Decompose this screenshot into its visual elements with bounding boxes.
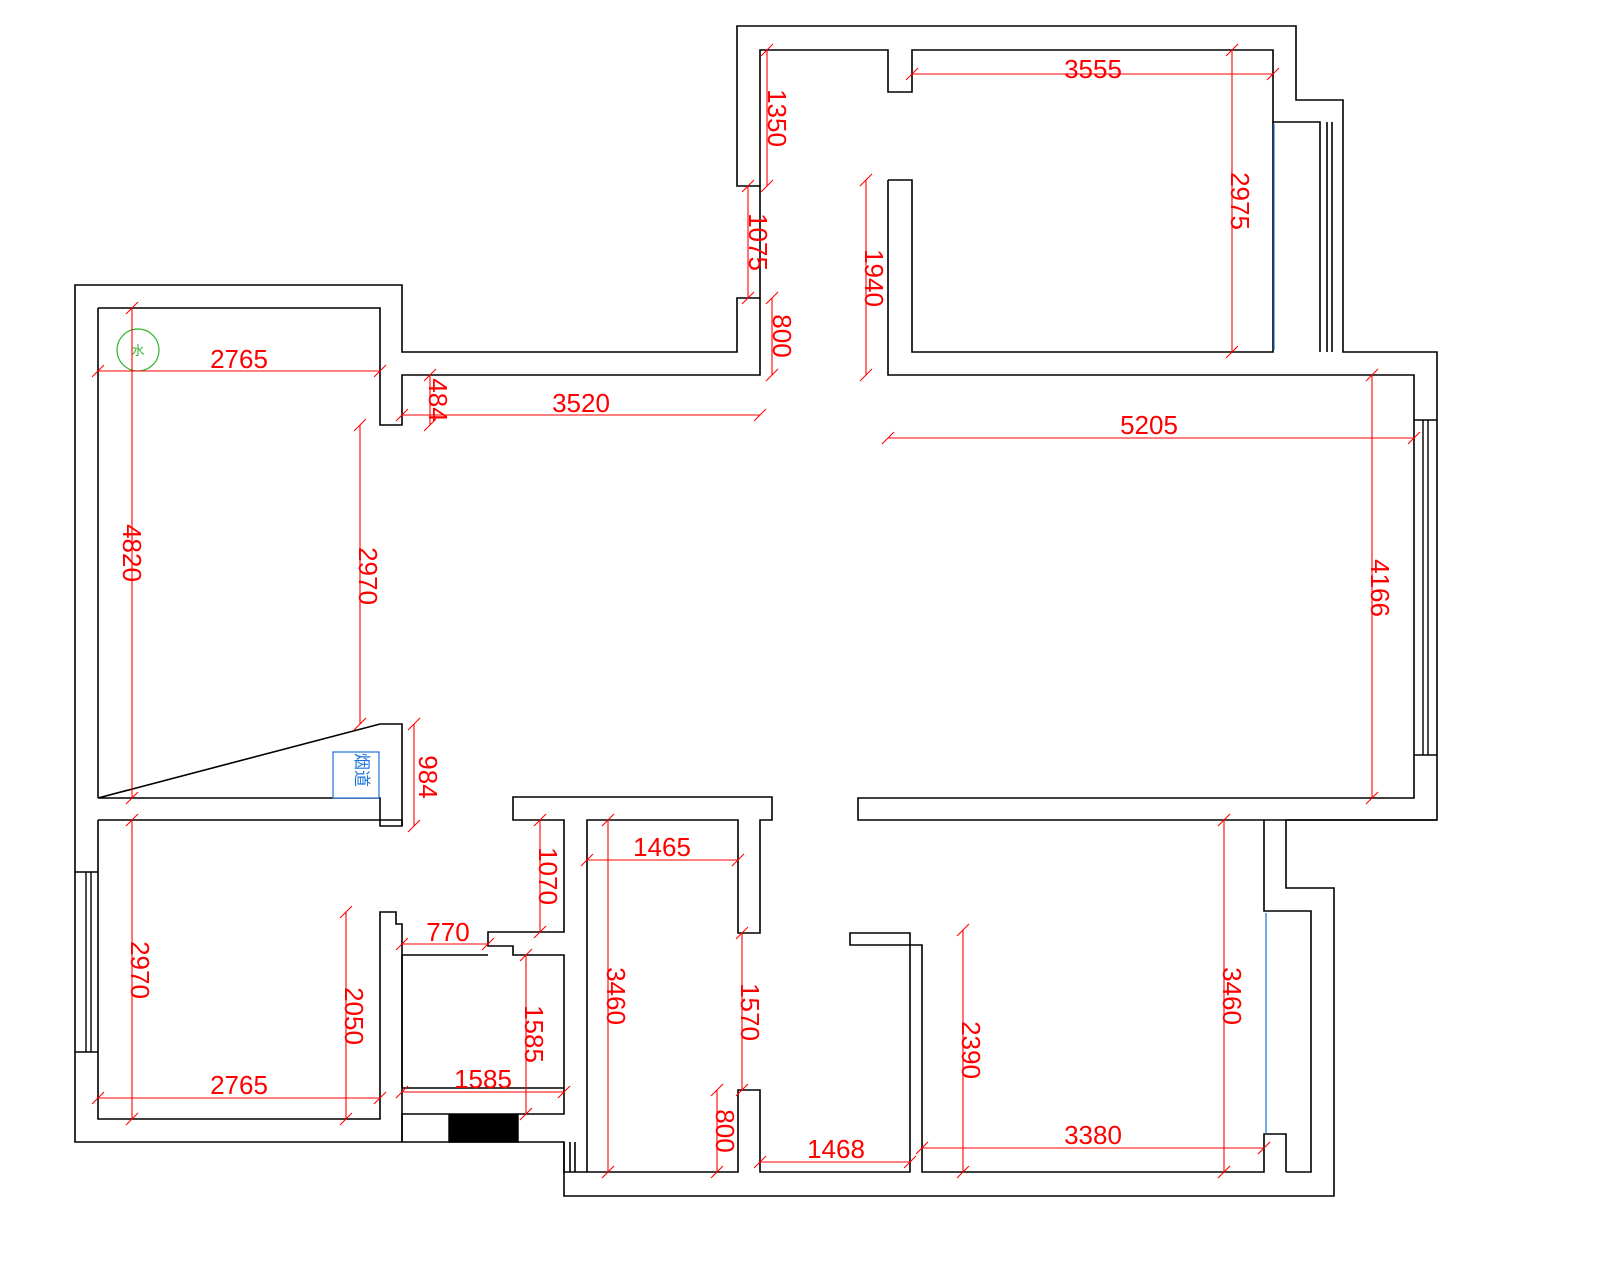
dim-984: 984 (413, 755, 443, 798)
dim-3380: 3380 (1064, 1120, 1122, 1150)
flue-marker-label: 烟道 (351, 753, 371, 787)
flue-marker: 烟道 (332, 751, 380, 799)
dim-484: 484 (423, 378, 453, 421)
dim-1585-vertical: 1585 (519, 1005, 549, 1063)
wall-living-east (857, 419, 1437, 821)
dim-2390: 2390 (956, 1021, 986, 1079)
dim-1070: 1070 (533, 847, 563, 905)
wall-bottom-right-room (1263, 820, 1312, 1173)
dimensions: 2765 4820 2970 984 3520 484 1350 1075 (91, 43, 1421, 1179)
dim-1570: 1570 (735, 983, 765, 1041)
wall-top-right-room (887, 122, 1415, 420)
window-living-east (1422, 420, 1429, 755)
dim-1075: 1075 (743, 213, 773, 271)
dim-3520: 3520 (552, 388, 610, 418)
dim-3460-right: 3460 (1217, 967, 1247, 1025)
wall-bath-inner (401, 954, 587, 1173)
dim-3460-left: 3460 (601, 967, 631, 1025)
walls (74, 25, 1438, 1197)
water-marker: 水 (116, 328, 160, 372)
dim-2970-bed: 2970 (125, 941, 155, 999)
wall-north-corridor (759, 49, 1321, 352)
dim-5205: 5205 (1120, 410, 1178, 440)
wall-balcony-top (1326, 122, 1333, 352)
dim-1350: 1350 (762, 89, 792, 147)
dim-800-top: 800 (767, 314, 797, 357)
outer-wall (74, 25, 1438, 1197)
water-marker-label: 水 (131, 344, 144, 359)
wall-top-left-room (97, 298, 761, 827)
dim-2970-left: 2970 (353, 547, 383, 605)
dim-3555: 3555 (1064, 54, 1122, 84)
dim-2050: 2050 (339, 987, 369, 1045)
wall-bath-left-edge (569, 1142, 576, 1172)
dim-2765-bottom: 2765 (210, 1070, 268, 1100)
dim-2765-top: 2765 (210, 344, 268, 374)
door-bath-bottom (448, 1114, 519, 1143)
wall-bottom-left-room (97, 819, 403, 1142)
dim-4166: 4166 (1365, 559, 1395, 617)
dim-1585-horizontal: 1585 (454, 1064, 512, 1094)
dim-800-bottom: 800 (710, 1109, 740, 1152)
dim-1940: 1940 (859, 249, 889, 307)
dim-1468: 1468 (807, 1134, 865, 1164)
dim-4820: 4820 (117, 524, 147, 582)
dim-2975: 2975 (1225, 172, 1255, 230)
dim-770: 770 (426, 917, 469, 947)
wall-small-bath (401, 796, 1287, 1173)
dim-1465: 1465 (633, 832, 691, 862)
window-bottom-left (75, 871, 98, 1053)
